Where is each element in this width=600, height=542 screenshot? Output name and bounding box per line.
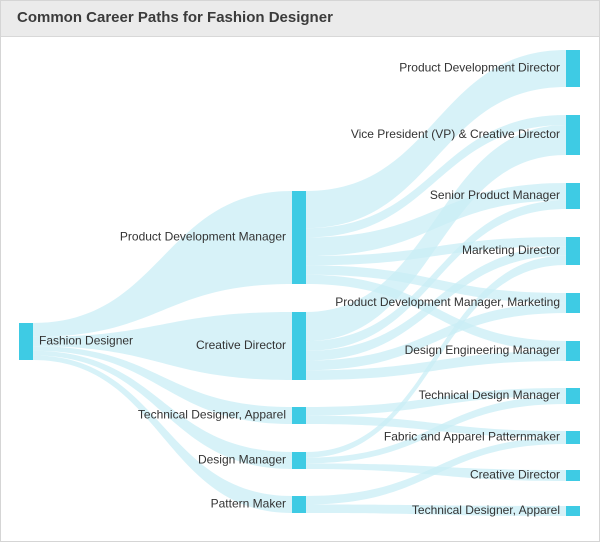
node-col2-fabric-and-apparel-patternmaker[interactable] bbox=[566, 431, 580, 444]
link-fashion-designer-to-pattern-maker bbox=[33, 355, 292, 513]
node-label-col2-fabric-and-apparel-patternmaker: Fabric and Apparel Patternmaker bbox=[384, 430, 560, 444]
node-label-col1-creative-director: Creative Director bbox=[196, 338, 286, 352]
card-header: Common Career Paths for Fashion Designer bbox=[1, 1, 599, 37]
node-col2-creative-director[interactable] bbox=[566, 470, 580, 481]
link-design-manager-to-marketing-director bbox=[306, 255, 566, 458]
node-label-col2-design-engineering-manager: Design Engineering Manager bbox=[405, 343, 560, 357]
link-creative-director-to-senior-product-manager bbox=[306, 200, 566, 351]
node-col2-senior-product-manager[interactable] bbox=[566, 183, 580, 209]
node-label-col2-senior-product-manager: Senior Product Manager bbox=[430, 188, 560, 202]
node-label-col2-product-development-manager-marketing: Product Development Manager, Marketing bbox=[335, 295, 560, 309]
node-label-col2-product-development-director: Product Development Director bbox=[399, 61, 560, 75]
node-label-col2-vice-president-vp-creative-director: Vice President (VP) & Creative Director bbox=[351, 127, 560, 141]
link-product-development-manager-to-design-engineering-manager bbox=[306, 274, 566, 351]
node-col2-vice-president-vp-creative-director[interactable] bbox=[566, 115, 580, 155]
node-col2-product-development-director[interactable] bbox=[566, 50, 580, 87]
link-creative-director-to-product-development-manager-marketing bbox=[306, 303, 566, 371]
node-label-col2-technical-designer-apparel: Technical Designer, Apparel bbox=[412, 503, 560, 517]
link-creative-director-to-vice-president-vp-creative-director bbox=[306, 125, 566, 342]
link-product-development-manager-to-product-development-director bbox=[306, 50, 566, 229]
link-creative-director-to-design-engineering-manager bbox=[306, 351, 566, 380]
node-col1-pattern-maker[interactable] bbox=[292, 496, 306, 513]
node-label-col2-marketing-director: Marketing Director bbox=[462, 243, 560, 257]
node-col2-technical-design-manager[interactable] bbox=[566, 388, 580, 404]
link-product-development-manager-to-marketing-director bbox=[306, 237, 566, 266]
link-design-manager-to-technical-design-manager bbox=[306, 396, 566, 464]
node-label-col2-creative-director: Creative Director bbox=[470, 468, 560, 482]
node-col2-product-development-manager-marketing[interactable] bbox=[566, 293, 580, 313]
link-fashion-designer-to-technical-designer-apparel bbox=[33, 346, 292, 424]
link-technical-designer-apparel-to-technical-design-manager bbox=[306, 388, 566, 416]
node-col2-technical-designer-apparel[interactable] bbox=[566, 506, 580, 516]
link-fashion-designer-to-design-manager bbox=[33, 350, 292, 469]
node-label-col1-design-manager: Design Manager bbox=[198, 453, 286, 467]
link-creative-director-to-marketing-director bbox=[306, 246, 566, 361]
link-pattern-maker-to-technical-designer-apparel bbox=[306, 504, 566, 516]
node-col1-design-manager[interactable] bbox=[292, 452, 306, 469]
link-product-development-manager-to-product-development-manager-marketing bbox=[306, 265, 566, 303]
node-col2-marketing-director[interactable] bbox=[566, 237, 580, 265]
link-pattern-maker-to-fabric-and-apparel-patternmaker bbox=[306, 437, 566, 505]
node-col1-product-development-manager[interactable] bbox=[292, 191, 306, 284]
node-label-col1-pattern-maker: Pattern Maker bbox=[211, 497, 286, 511]
link-technical-designer-apparel-to-fabric-and-apparel-patternmaker bbox=[306, 415, 566, 438]
node-label-col0-fashion-designer: Fashion Designer bbox=[39, 334, 133, 348]
link-fashion-designer-to-product-development-manager bbox=[33, 191, 292, 337]
node-col1-creative-director[interactable] bbox=[292, 312, 306, 380]
node-label-col1-product-development-manager: Product Development Manager bbox=[120, 230, 286, 244]
link-product-development-manager-to-vice-president-vp-creative-director bbox=[306, 115, 566, 238]
node-label-col1-technical-designer-apparel: Technical Designer, Apparel bbox=[138, 408, 286, 422]
node-col0-fashion-designer[interactable] bbox=[19, 323, 33, 360]
card-title: Common Career Paths for Fashion Designer bbox=[17, 9, 333, 26]
node-col2-design-engineering-manager[interactable] bbox=[566, 341, 580, 361]
node-label-col2-technical-design-manager: Technical Design Manager bbox=[419, 388, 560, 402]
link-fashion-designer-to-creative-director bbox=[33, 312, 292, 380]
node-col1-technical-designer-apparel[interactable] bbox=[292, 407, 306, 424]
